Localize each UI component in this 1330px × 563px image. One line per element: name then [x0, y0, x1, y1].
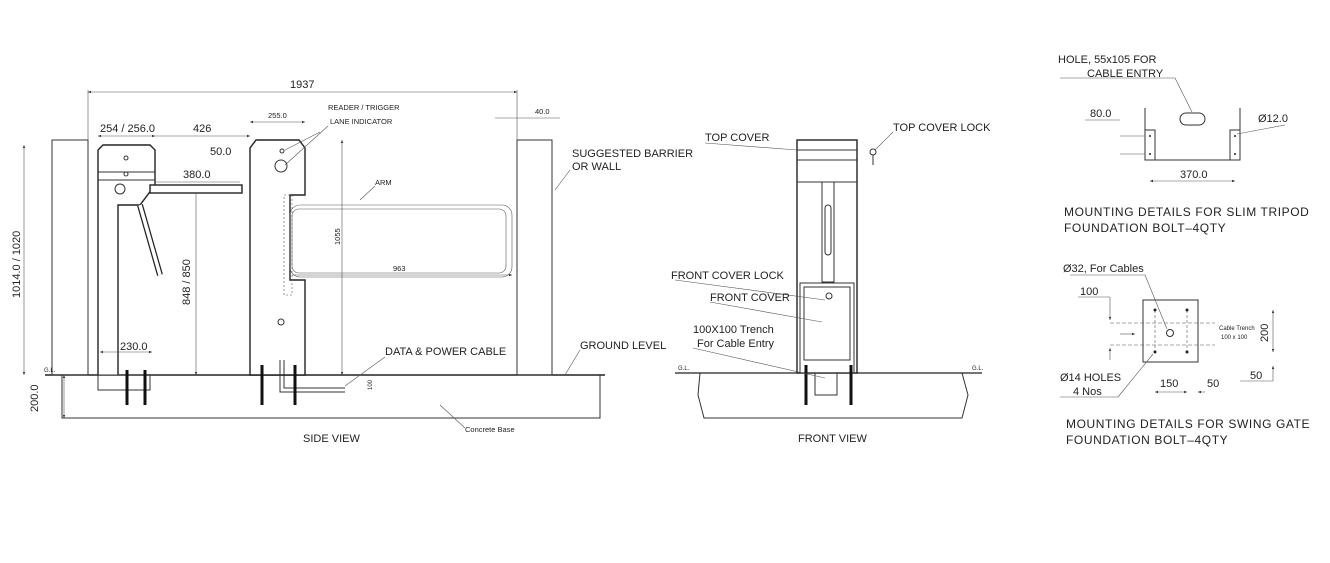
dim-80: 80.0	[1090, 108, 1111, 120]
tripod-mounting-detail: HOLE, 55x105 FOR CABLE ENTRY 80.0 Ø12.0 …	[1058, 54, 1309, 235]
label-hole-1: HOLE, 55x105 FOR	[1058, 54, 1156, 66]
dim-50-right: 50	[1250, 370, 1262, 382]
dim-gate-width: 255.0	[268, 111, 287, 120]
dimension-lines	[22, 90, 581, 429]
label-gl-left: G.L.	[678, 366, 690, 372]
tripod-mount-title-1: MOUNTING DETAILS FOR SLIM TRIPOD	[1064, 205, 1309, 219]
label-trench-1: 100X100 Trench	[693, 324, 774, 336]
dim-gate-height: 1055	[333, 228, 342, 245]
anchor-bolts	[125, 365, 297, 405]
label-barrier-2: OR WALL	[572, 161, 621, 173]
tripod-mount-title-2: FOUNDATION BOLT–4QTY	[1064, 221, 1226, 235]
right-wall	[516, 139, 553, 376]
label-holes-2: 4 Nos	[1073, 386, 1102, 398]
dim-gap-arm: 50.0	[210, 146, 231, 158]
side-view-title: SIDE VIEW	[303, 433, 360, 445]
dim-tripod-width: 254 / 256.0	[100, 123, 155, 135]
swing-gate	[249, 139, 513, 393]
label-gl: G.L.	[44, 368, 56, 374]
dim-tripod-height: 1014.0 / 1020	[11, 231, 23, 298]
dim-gap-right: 40.0	[535, 107, 550, 116]
label-lane: LANE INDICATOR	[330, 117, 393, 126]
dim-150: 150	[1160, 378, 1178, 390]
front-cover	[803, 286, 851, 361]
label-cable: DATA & POWER CABLE	[385, 346, 506, 358]
dim-trench-depth: 100	[368, 379, 374, 390]
label-gl-right: G.L.	[972, 366, 984, 372]
front-view: TOP COVER TOP COVER LOCK FRONT COVER LOC…	[671, 122, 991, 445]
concrete-base	[61, 374, 601, 419]
swing-mount-title-1: MOUNTING DETAILS FOR SWING GATE	[1066, 417, 1310, 431]
dim-50: 50	[1207, 378, 1219, 390]
label-front-cover-lock: FRONT COVER LOCK	[671, 270, 785, 282]
gate-arm	[289, 204, 513, 278]
dim-base-width: 230.0	[120, 341, 148, 353]
swing-gate-mounting-detail: Ø32, For Cables 100 Cable Trench 100 x 1…	[1060, 263, 1310, 447]
dim-370: 370.0	[1180, 169, 1208, 181]
label-trench-2: For Cable Entry	[697, 338, 775, 350]
dim-concrete-depth: 200.0	[29, 384, 41, 412]
dim-dia-12: Ø12.0	[1258, 113, 1288, 125]
dim-arm-tripod: 380.0	[183, 169, 211, 181]
label-concrete: Concrete Base	[465, 425, 515, 434]
label-arm: ARM	[375, 178, 392, 187]
label-front-cover: FRONT COVER	[710, 292, 790, 304]
side-view: 1937 40.0 254 / 256.0 426 255.0 READER /…	[11, 79, 693, 445]
dim-arm-length: 963	[393, 264, 406, 273]
left-wall	[51, 139, 89, 376]
front-view-title: FRONT VIEW	[798, 433, 867, 445]
label-cables-hole: Ø32, For Cables	[1063, 263, 1144, 275]
label-reader: READER / TRIGGER	[328, 103, 400, 112]
swing-mount-title-2: FOUNDATION BOLT–4QTY	[1066, 433, 1228, 447]
label-top-cover-lock: TOP COVER LOCK	[893, 122, 991, 134]
dim-overall: 1937	[290, 79, 314, 91]
label-hole-2: CABLE ENTRY	[1087, 68, 1164, 80]
label-cable-trench-1: Cable Trench	[1219, 326, 1255, 332]
label-cable-trench-2: 100 x 100	[1221, 335, 1248, 341]
label-ground: GROUND LEVEL	[580, 340, 666, 352]
label-top-cover: TOP COVER	[705, 132, 769, 144]
dim-spacing: 426	[193, 123, 211, 135]
dim-arm-height: 848 / 850	[181, 259, 193, 305]
label-barrier-1: SUGGESTED BARRIER	[572, 148, 693, 160]
dim-200: 200	[1259, 324, 1271, 342]
label-holes-1: Ø14 HOLES	[1060, 372, 1121, 384]
dim-100: 100	[1080, 286, 1098, 298]
tripod-turnstile	[97, 144, 243, 391]
